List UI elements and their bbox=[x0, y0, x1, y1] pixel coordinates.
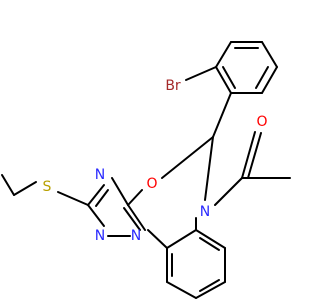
bond-line-10 bbox=[185, 66, 217, 81]
atom-label-layer: Br O O N N N N S bbox=[43, 78, 268, 244]
bond-line-16 bbox=[247, 132, 262, 179]
bond-line-39 bbox=[1, 174, 15, 196]
bond-line-6 bbox=[215, 66, 232, 94]
bond-line-38 bbox=[13, 181, 37, 196]
bond-line-15 bbox=[241, 131, 256, 179]
atom-label-amide-nitrogen: N bbox=[200, 204, 210, 220]
bond-line-28 bbox=[147, 229, 168, 249]
atom-label-triazine-nitrogen-2: N bbox=[95, 228, 105, 244]
bond-line-11 bbox=[212, 92, 232, 138]
bond-line-32 bbox=[87, 204, 105, 227]
atom-label-triazine-nitrogen-1: N bbox=[95, 167, 105, 183]
atom-label-triazine-nitrogen-3: N bbox=[131, 228, 141, 244]
bond-line-12 bbox=[161, 136, 214, 179]
bond-line-33 bbox=[87, 184, 105, 206]
bond-line-3 bbox=[261, 41, 278, 68]
bond-line-21 bbox=[195, 281, 226, 299]
bond-layer bbox=[1, 41, 291, 299]
atom-label-bromine: Br bbox=[165, 78, 181, 94]
bond-line-25 bbox=[199, 237, 220, 251]
chemical-structure-diagram: Br O O N N N N S bbox=[1, 41, 291, 299]
bond-line-35 bbox=[123, 207, 141, 231]
bond-line-4 bbox=[261, 66, 278, 94]
bond-line-22 bbox=[166, 281, 197, 299]
bond-line-36 bbox=[95, 189, 109, 207]
bond-line-37 bbox=[57, 191, 89, 206]
atom-label-sulfur: S bbox=[43, 179, 52, 195]
bond-line-9 bbox=[222, 66, 236, 89]
bond-line-19 bbox=[195, 229, 226, 249]
bond-line-24 bbox=[166, 229, 197, 249]
bond-line-8 bbox=[255, 66, 269, 89]
bond-line-1 bbox=[215, 41, 232, 68]
bond-line-29 bbox=[127, 189, 143, 206]
structure-canvas: Br O O N N N N S bbox=[1, 41, 291, 299]
atom-label-carbonyl-oxygen: O bbox=[256, 114, 267, 130]
bond-line-30 bbox=[127, 204, 146, 231]
bond-line-13 bbox=[204, 136, 214, 201]
bond-line-14 bbox=[214, 177, 243, 206]
bond-line-34 bbox=[111, 177, 129, 206]
atom-label-ring-oxygen: O bbox=[146, 176, 157, 192]
bond-line-26 bbox=[199, 279, 220, 292]
